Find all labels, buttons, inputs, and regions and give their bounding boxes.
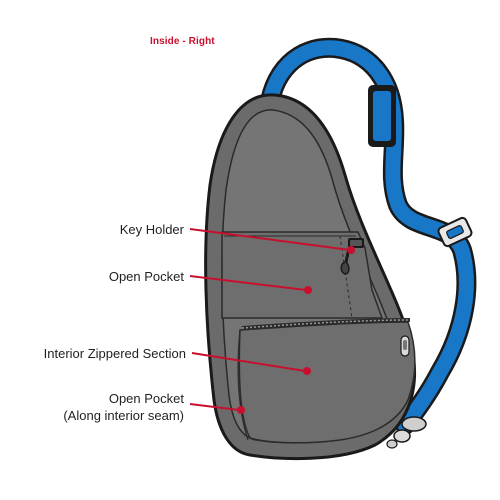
strap-slider-icon — [368, 85, 396, 147]
callout-interior-zippered-section: Interior Zippered Section — [43, 346, 186, 361]
interior-zippered-section — [237, 318, 416, 444]
strap-buckle-icon — [437, 216, 473, 248]
callout-open-pocket-seam: Open Pocket — [108, 391, 184, 406]
shoulder-strap — [258, 37, 477, 435]
callout-lines — [189, 228, 355, 414]
callout-open-pocket-seam-note: (Along interior seam) — [63, 408, 184, 423]
bottom-strap-clip-icon — [386, 416, 427, 449]
callout-open-pocket: Open Pocket — [108, 269, 184, 284]
callout-key-holder: Key Holder — [119, 222, 184, 237]
diagram-title: Inside - Right — [150, 36, 215, 47]
key-holder-clip-icon — [340, 238, 364, 275]
zipper-pull-icon — [400, 335, 410, 357]
